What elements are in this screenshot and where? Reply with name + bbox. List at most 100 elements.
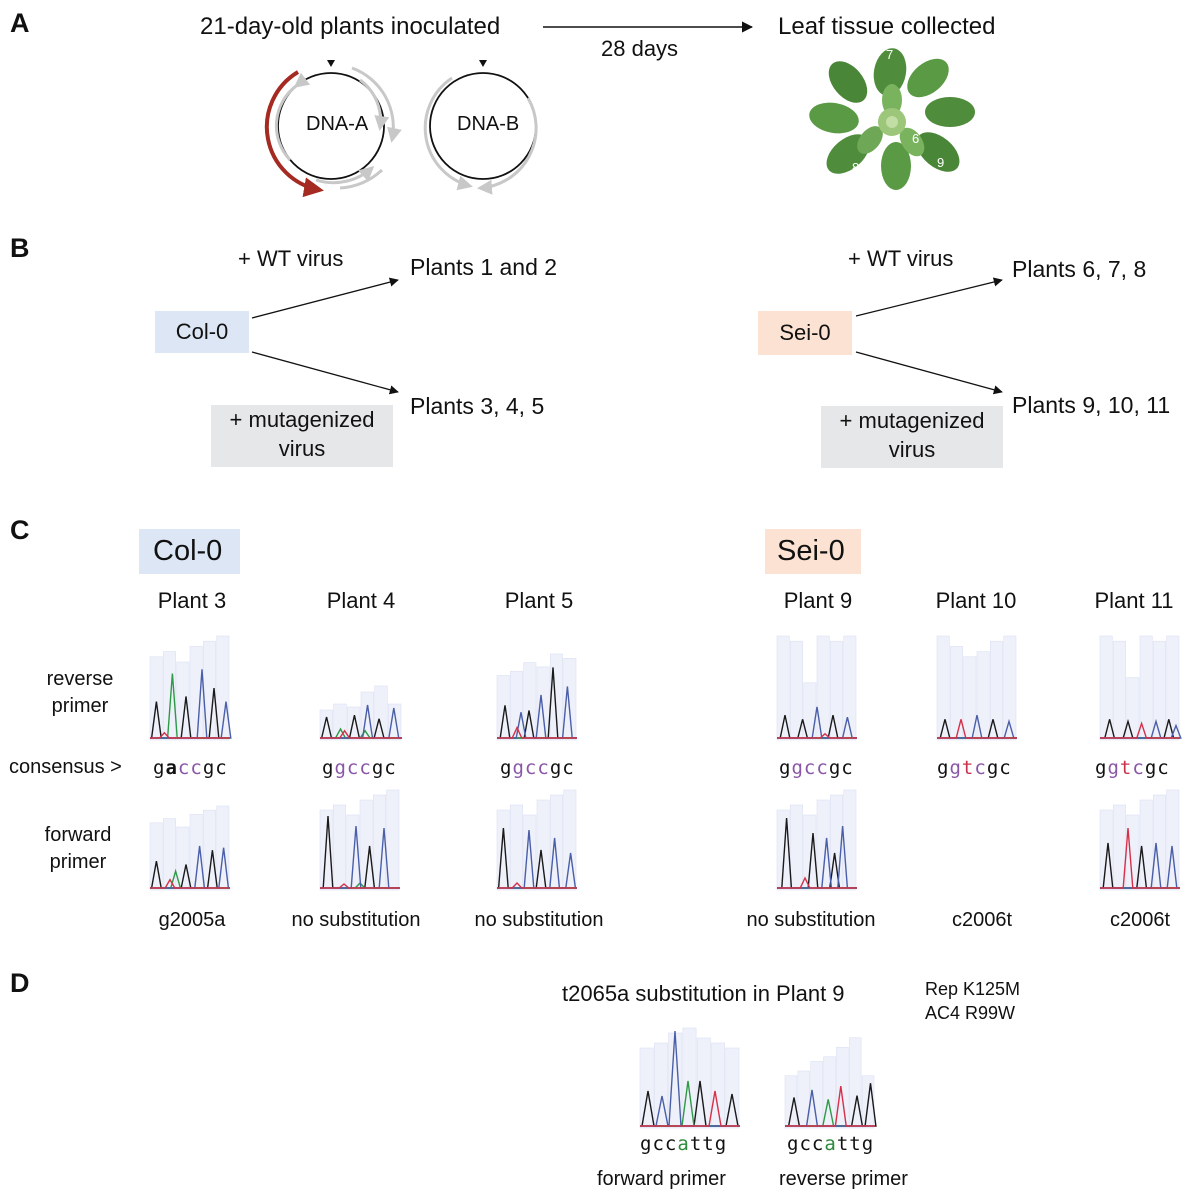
quality-bar (1126, 814, 1140, 891)
plant-5-reverse-chromatogram (496, 653, 577, 741)
plants-6-7-8-label: Plants 6, 7, 8 (1012, 256, 1147, 282)
base: c (215, 757, 228, 779)
quality-bar (816, 799, 830, 891)
leaf-number-6: 6 (912, 131, 920, 146)
trace-r (150, 878, 230, 889)
base: g (949, 757, 962, 779)
trace-b (497, 829, 577, 889)
base: c (177, 757, 191, 779)
base: g (779, 757, 792, 779)
plant-10-result: c2006t (951, 909, 1013, 931)
base: t (836, 1133, 850, 1155)
plant-4-result: no substitution (291, 909, 421, 931)
base: c (799, 1133, 812, 1155)
quality-bar (797, 1070, 811, 1129)
panel-d-reverse-chromatogram (784, 1037, 877, 1129)
panel-letter-a: A (10, 8, 30, 38)
base: g (371, 757, 385, 779)
trace-r (640, 1090, 740, 1127)
plant-11-title: Plant 11 (1094, 588, 1174, 613)
base: g (787, 1133, 800, 1155)
reverse-primer-d-label: reverse primer (779, 1168, 908, 1190)
quality-bar (563, 657, 577, 741)
quality-bar (1099, 809, 1113, 891)
quality-bar (976, 651, 990, 741)
base: c (384, 757, 397, 779)
quality-bar (711, 1042, 726, 1129)
quality-bar (1113, 640, 1126, 741)
trace-r (777, 876, 857, 889)
panel-d-forward-chromatogram (639, 1027, 740, 1129)
quality-bar (536, 666, 550, 741)
leaf-number-7: 7 (886, 47, 894, 62)
quality-bar (784, 1075, 798, 1129)
quality-bar (990, 640, 1003, 741)
quality-bar (950, 646, 963, 741)
quality-bar (848, 1037, 862, 1129)
arrow-col-wt (251, 277, 399, 319)
quality-bar (1126, 677, 1140, 741)
base: g (861, 1133, 875, 1155)
quality-bar (203, 809, 216, 891)
base: c (974, 757, 987, 779)
base: c (1132, 757, 1145, 779)
plant-5-title: Plant 5 (504, 588, 574, 613)
plant-10-consensus: ggtcgc (937, 757, 1012, 779)
plant-5-consensus: ggccgc (500, 757, 575, 779)
forward-primer-label: forward primer (28, 822, 128, 876)
sei0-header: Sei-0 (765, 529, 861, 574)
arrow-sei-mut (855, 351, 1003, 395)
quality-bar (163, 818, 176, 891)
plant-11-forward-chromatogram (1099, 789, 1180, 891)
base: c (537, 757, 550, 779)
ac4-change: AC4 R99W (925, 1003, 1016, 1023)
quality-bar (776, 635, 790, 741)
base: t (689, 1133, 703, 1155)
quality-bar (550, 794, 563, 891)
quality-bar (346, 814, 360, 891)
trace-k (777, 817, 857, 889)
base: c (359, 757, 372, 779)
base: c (562, 757, 575, 779)
protein-changes: Rep K125M AC4 R99W (925, 977, 1020, 1025)
dna-b-plasmid (423, 60, 538, 195)
base: c (999, 757, 1012, 779)
plant-4-title: Plant 4 (326, 588, 396, 613)
quality-bar (333, 703, 347, 741)
mutagenized-left-line2: virus (278, 436, 326, 461)
base: c (664, 1133, 678, 1155)
trace-r (937, 719, 1017, 739)
dna-a-plasmid (264, 60, 402, 198)
arrow-col-mut (251, 351, 399, 395)
quality-bar (176, 826, 190, 891)
base: g (512, 757, 525, 779)
quality-bar (790, 640, 803, 741)
trace-k (150, 850, 230, 889)
base: c (652, 1133, 665, 1155)
plant-3-title: Plant 3 (157, 588, 227, 613)
trace-k (320, 715, 402, 739)
quality-bar (510, 804, 523, 891)
col0-header: Col-0 (139, 529, 240, 574)
wt-virus-left-label: + WT virus (238, 246, 344, 271)
trace-r (150, 731, 230, 739)
arrow-sei-wt (855, 277, 1003, 317)
base: g (202, 757, 216, 779)
quality-bar (1153, 794, 1166, 891)
plant-3-result: g2005a (158, 909, 226, 931)
base: g (937, 757, 950, 779)
base: g (1144, 757, 1158, 779)
base: g (1095, 757, 1108, 779)
rep-change: Rep K125M (925, 979, 1021, 999)
quality-bar (696, 1037, 711, 1129)
base: t (961, 757, 975, 779)
base: g (986, 757, 1000, 779)
trace-r (1100, 827, 1180, 889)
plant-5-result: no substitution (474, 909, 604, 931)
quality-bar (1166, 635, 1180, 741)
base: g (791, 757, 804, 779)
quality-bar (830, 640, 843, 741)
trace-r (1100, 721, 1180, 739)
quality-bar (843, 635, 857, 741)
